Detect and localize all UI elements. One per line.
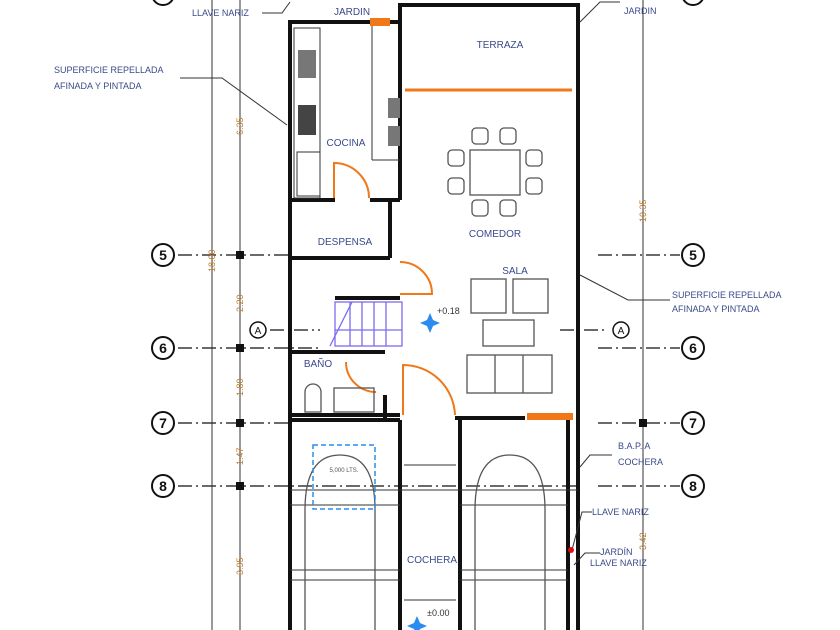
room-cocina: COCINA [327,138,366,149]
level-sala: +0.18 [437,306,460,316]
svg-text:7: 7 [159,415,167,431]
svg-text:8: 8 [159,478,167,494]
svg-text:8: 8 [689,478,697,494]
room-bano: BAÑO [304,357,333,370]
axis-bubble-7: 7 7 [151,411,705,435]
note-bap-2: COCHERA [618,457,663,467]
svg-text:7: 7 [689,415,697,431]
svg-text:A: A [255,326,262,337]
note-superficie-left-1: SUPERFICIE REPELLADA [54,65,164,75]
level-marker-icon [407,313,440,630]
section-mark-left: A [249,321,267,339]
dining-table [447,127,543,217]
grid-axes [178,254,680,487]
note-jardin-right: JARDIN [624,6,657,16]
room-jardin: JARDIN [334,7,370,18]
note-superficie-right-2: AFINADA Y PINTADA [672,304,760,314]
cistern [312,444,376,510]
level-cochera: ±0.00 [427,608,449,618]
note-jardin-lower: JARDÍN [600,547,633,557]
dim-left-1: 6.35 [235,117,245,135]
note-llave-nariz-2: LLAVE NARIZ [590,558,647,568]
dim-right-2: 3.42 [638,532,648,550]
note-llave-nariz-top: LLAVE NARIZ [192,8,249,18]
dim-left-outer: 18.00 [207,249,217,272]
room-despensa: DESPENSA [318,237,373,248]
walls [288,3,580,630]
axis-bubbles: 5 5 6 6 7 7 8 8 [151,0,705,498]
dim-left-2: 2.20 [235,294,245,312]
svg-text:6: 6 [159,340,167,356]
cars [304,454,546,630]
note-llave-nariz-1: LLAVE NARIZ [592,507,649,517]
room-sala: SALA [502,266,528,277]
axis-bubble-6: 6 6 [151,336,705,360]
svg-text:5: 5 [689,247,697,263]
room-cochera: COCHERA [407,555,457,566]
note-superficie-right-1: SUPERFICIE REPELLADA [672,290,782,300]
dim-right-1: 10.35 [638,199,648,222]
room-terraza: TERRAZA [477,40,524,51]
svg-text:A: A [618,326,625,337]
svg-text:6: 6 [689,340,697,356]
axis-bubble-5: 5 5 [151,243,705,267]
dim-left-4: 1.47 [235,447,245,465]
section-mark-right: A [612,321,630,339]
living-furniture [304,278,553,413]
svg-text:5: 5 [159,247,167,263]
note-bap-1: B.A.P. A [618,441,650,451]
room-comedor: COMEDOR [469,229,521,240]
dim-left-5: 3.95 [235,557,245,575]
note-superficie-left-2: AFINADA Y PINTADA [54,81,142,91]
leader-lines [180,1,670,566]
dim-left-3: 1.80 [235,378,245,396]
cistern-label: 5,000 LTS. [330,468,359,474]
doors [333,18,573,420]
stair [329,301,403,347]
axis-bubble-8: 8 8 [151,474,705,498]
